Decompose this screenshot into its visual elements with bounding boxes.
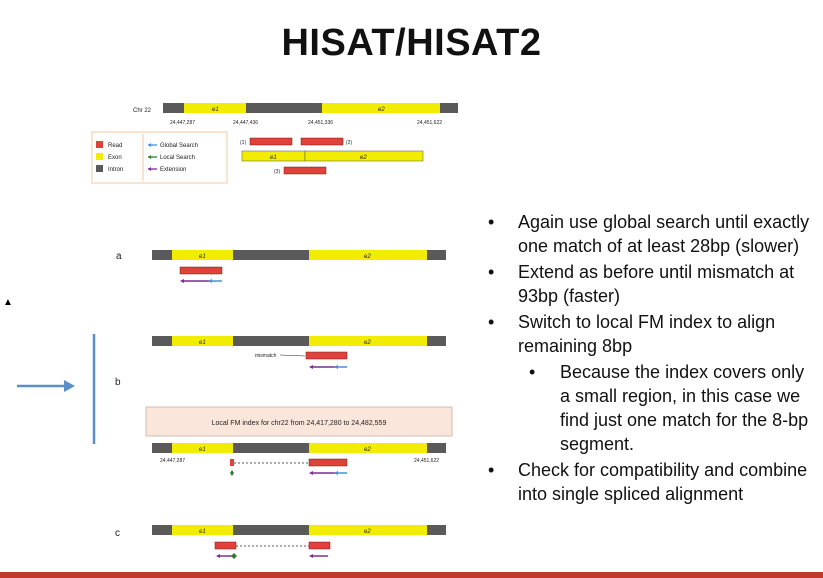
- legend-exon-label: Exon: [108, 155, 122, 161]
- mismatch-label: mismatch: [255, 353, 277, 359]
- legend-box: [91, 131, 228, 184]
- read-1: [249, 137, 293, 146]
- b2-exon-e2: [309, 443, 427, 453]
- bullet-list: Again use global search until exactly on…: [488, 210, 818, 508]
- chr-label: Chr 22: [133, 108, 152, 114]
- c-e1-label: e1: [199, 529, 206, 535]
- c-exon-e1: [172, 525, 233, 535]
- bullet-combine: Check for compatibility and combine into…: [488, 458, 818, 506]
- mid-exon-e2: [304, 150, 424, 162]
- read-1-label: (1): [240, 140, 246, 146]
- local-index-box: [145, 406, 453, 437]
- read-3: [283, 166, 327, 175]
- legend-local-label: Local Search: [160, 155, 195, 161]
- panel-b-label: b: [115, 377, 121, 388]
- b2-e1-label: e1: [199, 447, 206, 453]
- b2-intron-track: [152, 443, 446, 453]
- mouse-cursor-icon: ▲: [3, 297, 13, 308]
- a-e2-label: e2: [364, 254, 371, 260]
- a-e1-label: e1: [199, 254, 206, 260]
- c-extension-arrowhead-right: [309, 554, 313, 558]
- b2-coord-left: 24,447,287: [160, 458, 185, 464]
- b2-e2-label: e2: [364, 447, 371, 453]
- bullet-small-region: Because the index covers only a small re…: [488, 360, 818, 456]
- c-e2-label: e2: [364, 529, 371, 535]
- mid-e1-label: e1: [270, 155, 277, 161]
- coord-2: 24,447,436: [233, 120, 258, 126]
- a-global-arrowhead: [208, 279, 212, 283]
- legend-read-label: Read: [108, 143, 122, 149]
- b2-short-read: [230, 459, 234, 466]
- slide-title: HISAT/HISAT2: [281, 22, 542, 64]
- legend-intron-label: Intron: [108, 167, 123, 173]
- b-global-arrowhead: [334, 365, 338, 369]
- legend-extension-label: Extension: [160, 167, 186, 173]
- legend-global-arrowhead: [148, 143, 151, 147]
- b-exon-e2: [309, 336, 427, 346]
- read-2: [300, 137, 344, 146]
- read-2-label: (2): [346, 140, 352, 146]
- a-read: [179, 266, 223, 275]
- bullet-local-index: Switch to local FM index to align remain…: [488, 310, 818, 358]
- top-e2-label: e2: [378, 107, 385, 113]
- b2-exon-e1: [172, 443, 233, 453]
- legend-read-swatch: [96, 141, 103, 148]
- mid-e2-label: e2: [360, 155, 367, 161]
- b-pointer-arrowhead: [64, 380, 75, 392]
- local-index-text: Local FM index for chr22 from 24,417,280…: [212, 420, 387, 427]
- c-exon-e2: [309, 525, 427, 535]
- b-exon-e1: [172, 336, 233, 346]
- a-intron-track: [152, 250, 446, 260]
- b-e2-label: e2: [364, 340, 371, 346]
- top-exon-e1: [184, 103, 246, 113]
- bottom-accent-bar: [0, 572, 823, 578]
- panel-c-label: c: [115, 528, 120, 539]
- b2-global-arrowhead: [334, 471, 338, 475]
- b-read: [305, 351, 348, 360]
- bullet-global-search: Again use global search until exactly on…: [488, 210, 818, 258]
- legend-local-arrowhead: [148, 155, 151, 159]
- b-e1-label: e1: [199, 340, 206, 346]
- c-extension-arrowhead-left: [216, 554, 220, 558]
- b2-local-marker: [230, 470, 234, 476]
- a-exon-e1: [172, 250, 233, 260]
- b2-read: [308, 458, 348, 467]
- c-read-right: [308, 541, 331, 550]
- legend-extension-arrowhead: [148, 167, 151, 171]
- legend-global-label: Global Search: [160, 143, 198, 149]
- top-e1-label: e1: [212, 107, 219, 113]
- legend-intron-swatch: [96, 165, 103, 172]
- top-intron-track: [163, 103, 458, 113]
- c-read-left: [214, 541, 237, 550]
- mismatch-pointer: [279, 354, 306, 357]
- coord-3: 24,451,336: [308, 120, 333, 126]
- c-intron-track: [152, 525, 446, 535]
- b2-coord-right: 24,451,622: [414, 458, 439, 464]
- panel-a-label: a: [116, 251, 122, 262]
- b-extension-arrowhead: [309, 365, 313, 369]
- top-exon-e2: [322, 103, 440, 113]
- a-extension-arrowhead: [180, 279, 184, 283]
- coord-4: 24,451,622: [417, 120, 442, 126]
- a-exon-e2: [309, 250, 427, 260]
- legend-exon-swatch: [96, 153, 103, 160]
- b-intron-track: [152, 336, 446, 346]
- bullet-extend: Extend as before until mismatch at 93bp …: [488, 260, 818, 308]
- b2-extension-arrowhead: [309, 471, 313, 475]
- coord-1: 24,447,287: [170, 120, 195, 126]
- read-3-label: (3): [274, 169, 280, 175]
- c-local-marker: [231, 553, 237, 559]
